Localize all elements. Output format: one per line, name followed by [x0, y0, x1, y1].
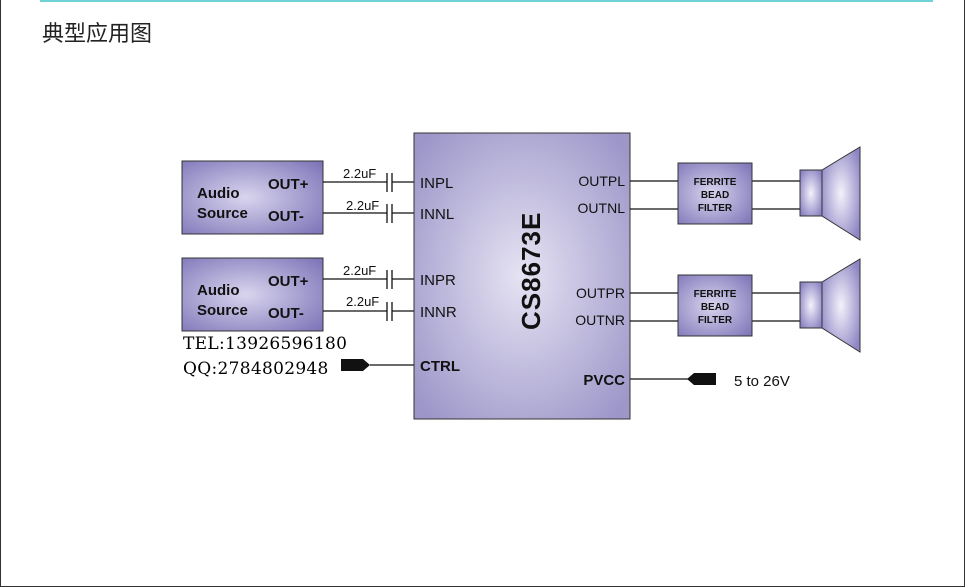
pin-label: OUTPL [578, 173, 625, 189]
pin-label: PVCC [583, 372, 625, 389]
pin-label: INNL [420, 206, 454, 223]
ferrite-filter-1: FERRITE BEAD FILTER [677, 162, 753, 225]
pvcc-connector-icon [687, 373, 716, 385]
chip-name: CS8673E [516, 212, 546, 330]
filter-label: FERRITE [694, 289, 737, 300]
out-pos-label: OUT+ [268, 273, 309, 290]
contact-tel: TEL:13926596180 [183, 334, 348, 354]
supply-voltage-label: 5 to 26V [734, 373, 790, 390]
filter-label: FILTER [698, 203, 733, 214]
pin-label: OUTPR [576, 285, 625, 301]
capacitor-label: 2.2uF [346, 294, 379, 309]
audio-source-label: Source [197, 302, 248, 319]
audio-source-1: Audio Source OUT+ OUT- [181, 160, 324, 235]
out-neg-label: OUT- [268, 208, 304, 225]
capacitor-label: 2.2uF [343, 263, 376, 278]
filter-label: FILTER [698, 315, 733, 326]
out-neg-label: OUT- [268, 305, 304, 322]
pin-label: OUTNR [575, 312, 625, 328]
input-wiring [323, 173, 690, 380]
speaker-icon [799, 146, 861, 241]
capacitor-label: 2.2uF [346, 198, 379, 213]
header-divider [40, 0, 933, 2]
filter-label: FERRITE [694, 177, 737, 188]
audio-source-label: Audio [197, 185, 240, 202]
filter-label: BEAD [701, 302, 729, 313]
ctrl-connector-icon [341, 359, 370, 371]
out-pos-label: OUT+ [268, 176, 309, 193]
speaker-icon [799, 258, 861, 353]
pin-label: OUTNL [578, 200, 626, 216]
pin-label: INPR [420, 272, 456, 289]
audio-source-label: Audio [197, 282, 240, 299]
section-title: 典型应用图 [42, 22, 153, 47]
filter-label: BEAD [701, 190, 729, 201]
pin-label: INPL [420, 175, 453, 192]
chip-cs8673e: INPL INNL INPR INNR CTRL OUTPL OUTNL OUT… [413, 132, 631, 420]
pin-label: INNR [420, 304, 457, 321]
audio-source-2: Audio Source OUT+ OUT- [181, 257, 324, 332]
capacitor-label: 2.2uF [343, 166, 376, 181]
pin-label: CTRL [420, 358, 460, 375]
ferrite-filter-2: FERRITE BEAD FILTER [677, 274, 753, 337]
contact-qq: QQ:2784802948 [183, 359, 329, 379]
output-wiring [630, 180, 800, 322]
audio-source-label: Source [197, 205, 248, 222]
